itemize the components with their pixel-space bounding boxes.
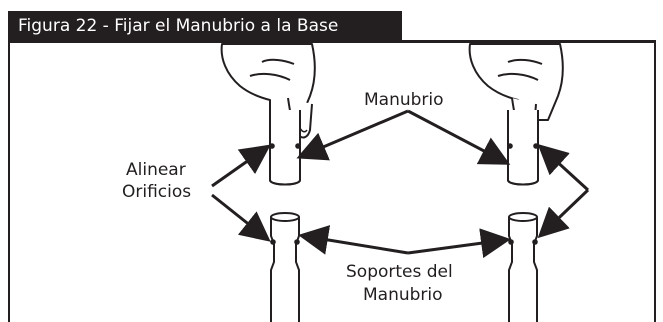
- handlebar-arrows: [296, 109, 511, 165]
- supports-label-line2: Manubrio: [363, 285, 443, 305]
- align-holes-arrows: [211, 144, 271, 242]
- align-holes-label-line2: Orificios: [122, 182, 192, 202]
- title-rule: [8, 40, 656, 43]
- left-support-tube: [270, 212, 300, 322]
- supports-arrows: [298, 225, 511, 259]
- figure-title: Figura 22 - Fijar el Manubrio a la Base: [8, 11, 402, 41]
- right-holes-arrows: [537, 143, 590, 239]
- left-border: [8, 40, 10, 322]
- align-holes-label-line1: Alinear: [126, 160, 186, 180]
- supports-label-line1: Soportes del: [346, 262, 453, 282]
- right-handlebar-tube: [507, 110, 539, 186]
- right-support-tube: [508, 212, 538, 322]
- handlebar-label: Manubrio: [364, 90, 444, 110]
- left-handlebar-tube: [269, 110, 301, 186]
- right-border: [654, 40, 656, 322]
